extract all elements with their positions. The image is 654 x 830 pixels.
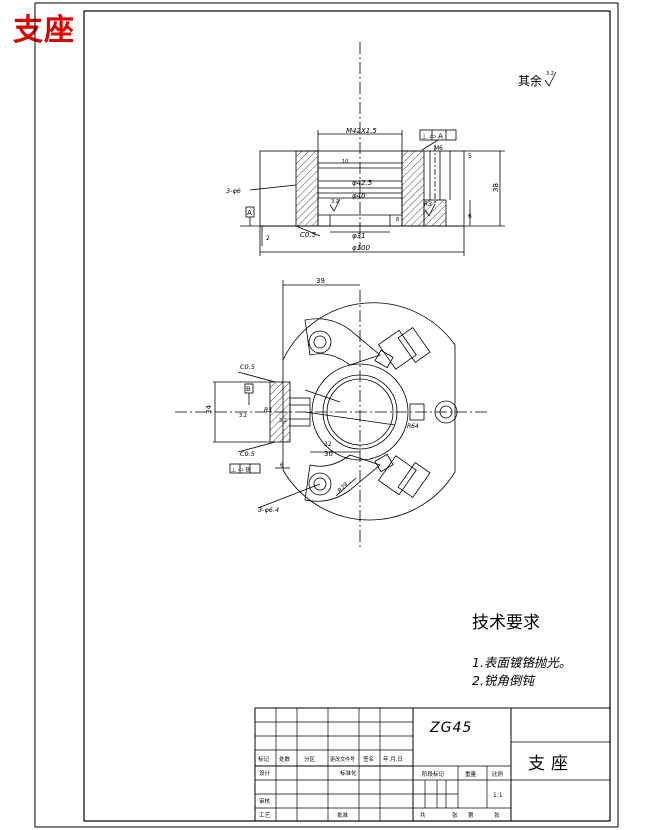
m6-label: M6 [434, 145, 443, 152]
section-hatch-right [401, 150, 425, 227]
dim-2: 2 [266, 235, 270, 242]
tb-label-stage: 阶段标记 [422, 770, 445, 778]
roughness-slot: 3.2 [279, 418, 287, 424]
dim-6: 6 [468, 213, 472, 220]
dim-d4: φ100 [352, 244, 371, 252]
dim-10: 10 [342, 159, 348, 165]
section-view [240, 42, 505, 256]
tb-label-count: 处数 [279, 755, 291, 763]
r3-label: R3 [424, 201, 432, 208]
tb-scale: 1:1 [493, 792, 503, 799]
tb-label-total: 共 [420, 811, 426, 819]
tb-label-review: 审核 [259, 797, 271, 805]
dim-39: 39 [316, 277, 325, 285]
roughness-bore: 3.2 [331, 199, 339, 205]
tb-label-sheet2: 张 [494, 811, 500, 819]
tech-requirement-2: 2.锐角倒钝 [472, 673, 534, 688]
r29-label: R29 [336, 481, 349, 494]
dim-d3: φ31 [352, 232, 366, 240]
chamfer-label: C0.5 [300, 231, 317, 239]
chamfer-bottom: C0.5 [240, 450, 255, 458]
tb-label-docno: 更改文件号 [330, 756, 355, 763]
tech-requirement-1: 1.表面镀铬抛光。 [472, 655, 572, 670]
roughness-flange: 3.2 [239, 413, 247, 419]
surface-note: 其余 [518, 74, 543, 88]
tb-label-design: 设计 [259, 769, 271, 777]
tb-label-date: 年.月.日 [383, 755, 403, 763]
perp-B-label: ⊥ ▭ B [231, 467, 250, 474]
title-block-material: ZG45 [430, 720, 473, 736]
tb-label-zone: 分区 [304, 755, 316, 763]
dim-d1: φ42.5 [352, 179, 373, 187]
tb-label-weight: 重量 [465, 770, 477, 778]
tb-label-sign: 签名 [363, 755, 374, 763]
r3-plan: R3 [264, 407, 272, 414]
tb-label-approve: 批准 [337, 811, 349, 819]
bolt-hole-bottom [308, 472, 332, 496]
tb-label-ratio: 比例 [492, 770, 504, 778]
dim-30: 30 [324, 450, 333, 458]
dim-5: 5 [468, 153, 472, 160]
tb-label-mark: 标记 [258, 755, 270, 763]
title-block-grid [254, 707, 611, 822]
thread-label: M42X1.5 [346, 127, 377, 135]
dim-height: 38 [492, 183, 500, 192]
corner-title: 支座 [13, 13, 75, 48]
holes-plan: 3-φ6.4 [258, 506, 279, 514]
roughness-general: 3.2 [546, 71, 554, 77]
outer-frame [34, 2, 619, 828]
section-hatch-left [295, 150, 319, 227]
datum-A: A [247, 209, 252, 217]
roughness-symbol [544, 71, 557, 87]
perp-A-label: ⊥ ▭ A [421, 133, 443, 141]
tb-label-sheet: 张 [452, 811, 458, 819]
tb-label-process: 工艺 [259, 812, 271, 819]
bolt-hole-top [308, 330, 332, 354]
plan-view [175, 280, 490, 548]
dim-8: 8 [396, 217, 399, 223]
dim-d2: φ40 [352, 192, 366, 200]
tb-label-standard: 标准化 [340, 769, 357, 777]
tb-label-sheetno: 第 [468, 811, 474, 819]
datum-B: B [246, 385, 250, 393]
r64-label: R64 [407, 423, 419, 430]
title-block-part-name: 支座 [528, 754, 574, 774]
chamfer-top: C0.5 [240, 363, 255, 371]
tech-requirements-title: 技术要求 [472, 613, 540, 633]
bolt-hole-right [434, 400, 458, 424]
dim-6-plan: 6 [280, 462, 284, 469]
dim-34: 34 [205, 405, 213, 414]
holes-label: 3-φ6 [226, 187, 241, 195]
dim-32: 32 [324, 441, 332, 448]
